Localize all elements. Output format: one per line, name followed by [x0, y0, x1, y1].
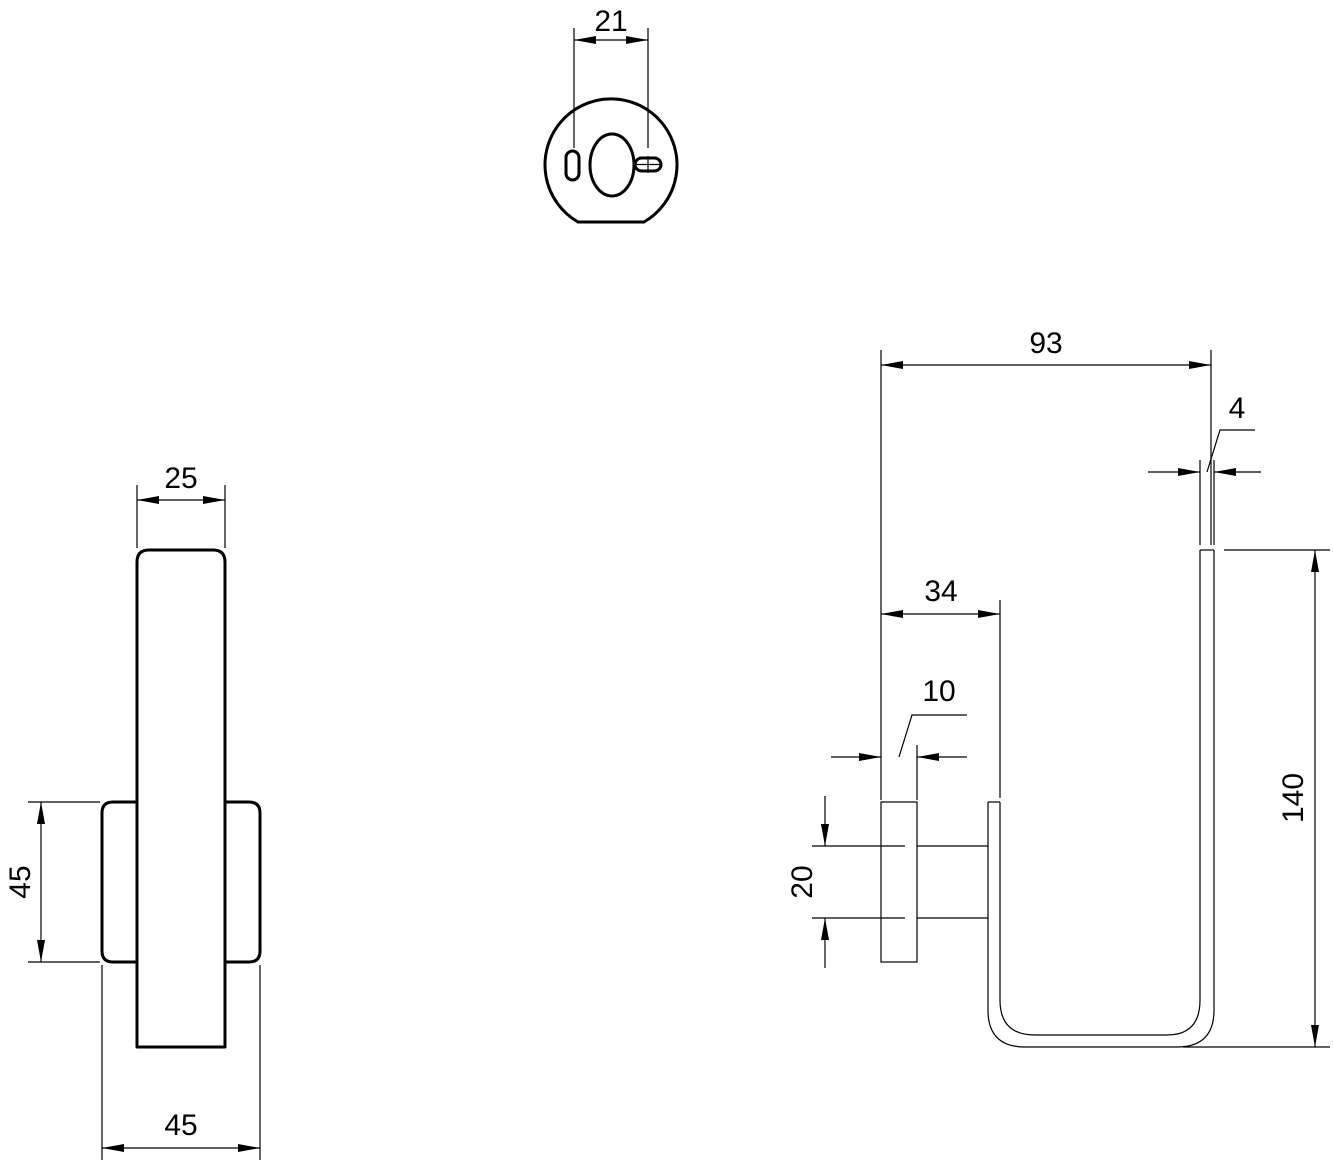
dim-label-20: 20: [786, 865, 819, 898]
arrow-21-right: [626, 36, 648, 44]
dim-label-21: 21: [594, 5, 627, 38]
arrow-45v-bottom: [37, 940, 45, 962]
arrow-93-right: [1189, 361, 1211, 369]
dim-label-10: 10: [922, 675, 955, 708]
leader-10: [898, 714, 967, 758]
arrow-21-left: [574, 36, 596, 44]
base-plate: [880, 801, 918, 963]
bar-outline: [135, 548, 227, 1049]
arrow-34-left: [881, 610, 903, 618]
arrow-4-left: [1178, 468, 1200, 476]
arrow-140-top: [1311, 550, 1319, 572]
arrow-45h-right: [238, 1144, 260, 1152]
arrow-45v-top: [37, 802, 45, 824]
arrow-25-right: [203, 496, 225, 504]
arrow-34-right: [978, 610, 1000, 618]
arrow-20-bottom: [821, 918, 829, 940]
keyhole-slot: [588, 132, 636, 198]
arrow-10-right: [917, 753, 939, 761]
front-view: 25 45 45: [4, 462, 262, 1160]
wall-plate-outline: [543, 97, 679, 224]
arrow-93-left: [881, 361, 903, 369]
dim-label-140: 140: [1277, 773, 1310, 823]
leader-4: [1206, 429, 1255, 473]
dim-label-25: 25: [164, 462, 197, 495]
base-right-tab: [223, 800, 262, 964]
arrow-25-left: [137, 496, 159, 504]
top-view: 21: [543, 5, 679, 224]
dim-label-34: 34: [924, 575, 957, 608]
dim-label-45h: 45: [164, 1109, 197, 1142]
arrow-140-bottom: [1311, 1025, 1319, 1047]
left-slot: [564, 149, 581, 182]
arrow-45h-left: [102, 1144, 124, 1152]
dim-label-4: 4: [1229, 392, 1246, 425]
dim-label-93: 93: [1029, 327, 1062, 360]
side-view: 93 4 34 10 20: [786, 327, 1330, 1048]
arrow-4-right: [1214, 468, 1236, 476]
arrow-20-top: [821, 824, 829, 846]
arrow-10-left: [859, 753, 881, 761]
hook-rod-outer: [987, 550, 1215, 1048]
dim-label-45v: 45: [4, 865, 37, 898]
base-left-tab: [100, 800, 139, 964]
hook-rod-inner: [999, 550, 1201, 1036]
